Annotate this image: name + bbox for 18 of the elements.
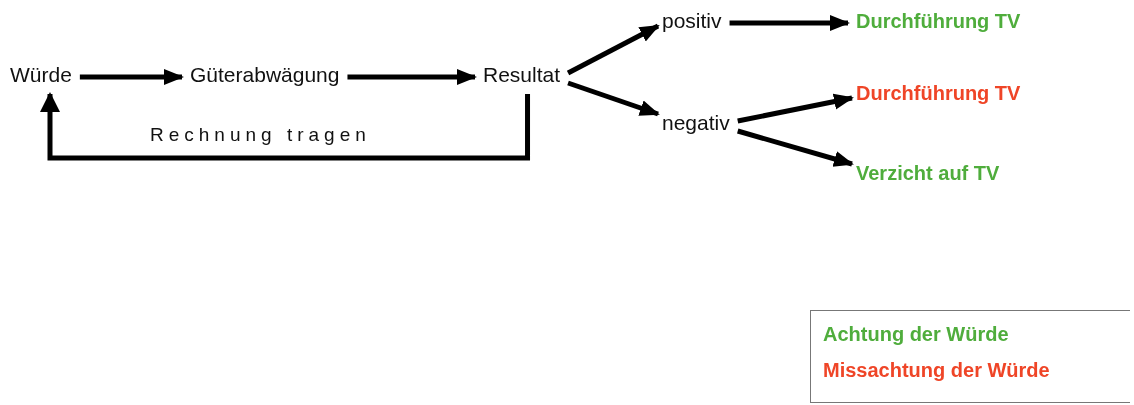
step-text: Würde [10, 62, 72, 88]
legend-text: Missachtung der Würde [823, 359, 1050, 382]
arrow [566, 23, 660, 76]
outcome-text: Verzicht auf TV [856, 160, 1000, 186]
arrow [347, 69, 477, 85]
step-text: negativ [662, 110, 730, 136]
arrow [79, 69, 184, 85]
step-text: Resultat [483, 62, 561, 88]
arrow [737, 128, 854, 167]
arrow [567, 80, 660, 117]
outcome-text: Durchführung TV [856, 80, 1021, 106]
outcome-text: Durchführung TV [856, 8, 1021, 34]
arrow [40, 92, 530, 161]
arrow [737, 93, 854, 124]
step-text: positiv [662, 8, 722, 34]
legend-text: Achtung der Würde [823, 323, 1009, 346]
step-text: Güterabwägung [190, 62, 340, 88]
arrow [729, 15, 850, 31]
